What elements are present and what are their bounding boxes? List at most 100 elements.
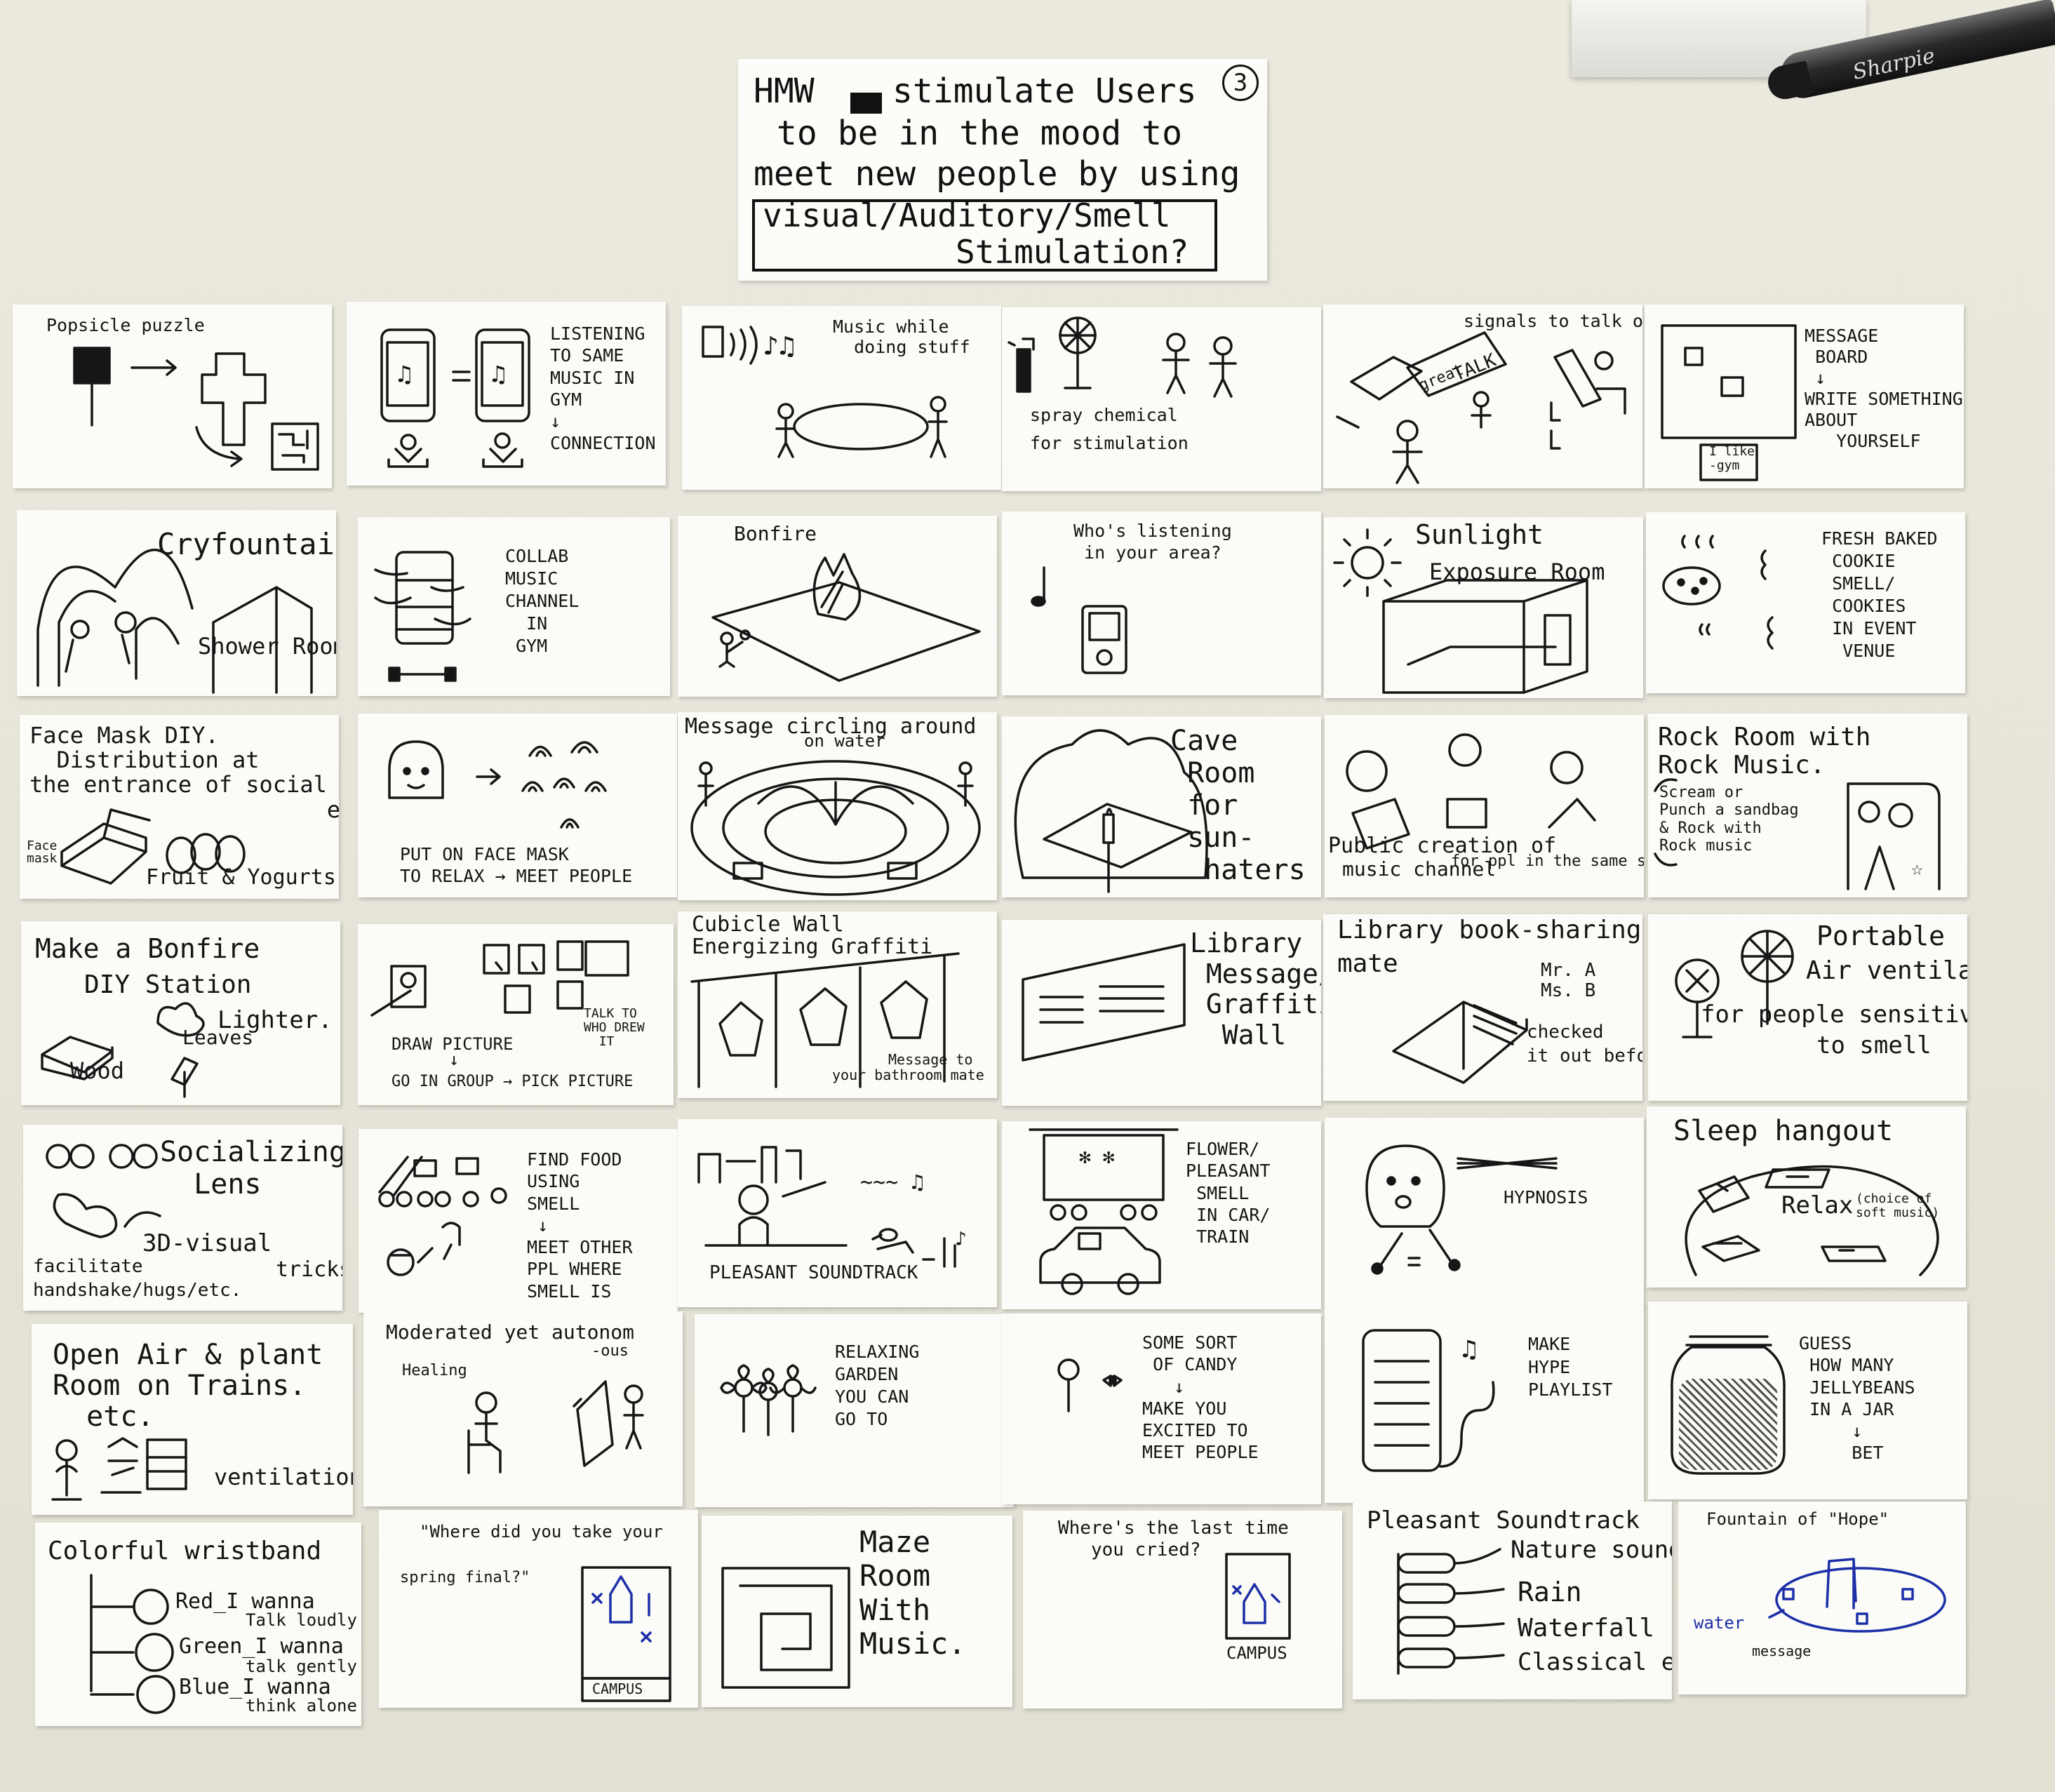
card-detail-2: checked it out before: [1527, 1022, 1642, 1066]
message-label: message: [1752, 1643, 1812, 1659]
playlist-phone-sketch: ♫: [1362, 1329, 1495, 1472]
candy-sketch: [1057, 1358, 1123, 1412]
card-caption: Cave Room for sun- haters: [1170, 725, 1306, 886]
fountain-sketch: [36, 548, 313, 694]
hypnosis-sketch: [1365, 1144, 1558, 1275]
card-caption: signals to talk or interest: [1464, 311, 1642, 331]
ventilator-sketch: [1675, 930, 1794, 1038]
tricks-label: tricks.: [276, 1257, 342, 1282]
card-caption: Pleasant Soundtrack: [1367, 1506, 1640, 1534]
sun-room-sketch: [1333, 528, 1588, 694]
campus-label: CAMPUS: [592, 1680, 643, 1697]
idea-card-draw-picture: DRAW PICTURE ↓ GO IN GROUP → PICK PICTUR…: [358, 924, 674, 1105]
campus-label: CAMPUS: [1226, 1643, 1287, 1663]
idea-card-sleep-hangout: Sleep hangout Relax (choice of soft musi…: [1647, 1106, 1966, 1288]
card-subcaption: Energizing Graffiti: [692, 935, 933, 959]
card-subcaption: Air ventilator: [1806, 956, 1967, 985]
idea-card-message-board: MESSAGE BOARD ↓ WRITE SOMETHING ABOUT YO…: [1645, 305, 1964, 488]
bonfire-sketch: [711, 553, 981, 682]
card-caption: Moderated yet autonom: [386, 1320, 635, 1344]
card-caption: Message circling around: [685, 714, 977, 739]
idea-card-face-mask-diy: Face Mask DIY. Distribution at the entra…: [20, 715, 339, 899]
sleep-hangout-sketch: [1685, 1165, 1939, 1276]
card-caption: Maze Room With Music.: [859, 1525, 966, 1661]
title-line-5: visual/Auditory/Smell: [763, 196, 1171, 234]
idea-card-bonfire-diy-station: Make a Bonfire DIY Station Lighter. Leav…: [21, 921, 340, 1105]
jellybean-jar-sketch: [1671, 1335, 1786, 1475]
plant-room-sketch: [51, 1437, 187, 1501]
card-caption: MESSAGE BOARD ↓ WRITE SOMETHING ABOUT YO…: [1805, 326, 1963, 451]
campus-map-sketch: [581, 1566, 671, 1702]
card-detail: for people sensitive: [1701, 1001, 1967, 1029]
idea-card-candy: SOME SORT OF CANDY ↓ MAKE YOU EXCITED TO…: [1002, 1313, 1321, 1504]
red-option-detail: Talk loudly: [246, 1610, 357, 1630]
bathroom-mate-label: your bathroom mate: [832, 1066, 984, 1083]
card-caption: Fountain of "Hope": [1706, 1509, 1889, 1529]
title-line-1: HMW: [754, 72, 815, 111]
card-caption: Who's listening in your area?: [1073, 521, 1232, 563]
option-rain: Rain: [1518, 1577, 1582, 1607]
face-mask-sketch: [60, 808, 246, 885]
idea-card-whos-listening: Who's listening in your area?: [1002, 511, 1321, 695]
card-subcaption: DIY Station: [84, 970, 252, 999]
card-caption: Music while doing stuff: [833, 316, 970, 357]
card-caption: PLEASANT SOUNDTRACK: [709, 1262, 918, 1283]
svg-text:♫: ♫: [491, 361, 505, 389]
music-player-sketch: [1031, 566, 1127, 674]
card-caption: COLLAB MUSIC CHANNEL IN GYM: [505, 546, 580, 656]
facilitate-label: facilitate: [33, 1256, 143, 1277]
card-caption: LISTENING TO SAME MUSIC IN GYM ↓ CONNECT…: [550, 323, 656, 454]
note-i-like-gym: I like -gym: [1709, 444, 1755, 473]
arrow-down: ↓: [449, 1050, 460, 1069]
idea-card-colorful-wristband: Colorful wristband Red_I wanna Talk loud…: [35, 1523, 361, 1726]
idea-card-last-time-cried: Where's the last time you cried? CAMPUS: [1023, 1511, 1342, 1709]
card-caption: Rock Room with Rock Music.: [1658, 723, 1871, 780]
talk-to-who-drew-it: TALK TO WHO DREW IT: [584, 1006, 645, 1049]
open-book-sketch: [1392, 1001, 1528, 1084]
maze-sketch: [721, 1567, 850, 1689]
library-wall-sketch: [1022, 943, 1186, 1062]
title-line-6: Stimulation?: [956, 233, 1189, 271]
card-caption: FRESH BAKED COOKIE SMELL/ COOKIES IN EVE…: [1821, 528, 1938, 661]
idea-card-library-message-wall: Library Message/ Graffiti Wall: [1002, 920, 1321, 1106]
people-music-sketch: [1346, 733, 1596, 850]
message-to-label: Message to: [888, 1051, 973, 1068]
campus-sketch: [1225, 1553, 1291, 1640]
signs-people-sketch: [1336, 331, 1626, 484]
card-caption: Popsicle puzzle: [46, 315, 205, 335]
idea-card-fresh-baked-cookie: FRESH BAKED COOKIE SMELL/ COOKIES IN EVE…: [1646, 512, 1965, 693]
idea-card-cry-fountain: Cryfountain Shower Room: [17, 510, 336, 696]
healing-sketch: [467, 1380, 644, 1474]
title-boxed-phrase: [752, 199, 1217, 272]
idea-card-portable-air-ventilator: Portable Air ventilator for people sensi…: [1648, 914, 1967, 1101]
soundtrack-list-sketch: [1397, 1548, 1505, 1675]
speaker-people-sketch: ♪♫: [702, 326, 948, 458]
mask-faces-sketch: [388, 740, 607, 829]
idea-card-socializing-lens: Socializing Lens 3D-visual tricks. facil…: [23, 1125, 342, 1311]
soundtrack-sketch: ~~~ ♫ ♪: [697, 1146, 967, 1268]
car-train-sketch: ✻ ✻: [1029, 1128, 1179, 1295]
glasses-sketch: [46, 1144, 161, 1238]
title-number-badge: 3: [1222, 65, 1259, 101]
option-waterfall: Waterfall: [1518, 1614, 1655, 1643]
card-caption: FLOWER/ PLEASANT SMELL IN CAR/ TRAIN: [1186, 1139, 1271, 1247]
collab-channel-sketch: [374, 551, 471, 682]
autonomous-suffix: -ous: [591, 1342, 629, 1360]
title-strikethrough: [850, 93, 882, 114]
card-subcaption: Shower Room: [198, 633, 336, 660]
card-detail-2: to smell: [1816, 1031, 1932, 1059]
wristband-tree-sketch: [90, 1574, 175, 1714]
title-line-4: meet new people by using: [754, 154, 1240, 194]
healing-label: Healing: [402, 1362, 467, 1379]
idea-card-pleasant-soundtrack-1: ~~~ ♫ ♪ PLEASANT SOUNDTRACK: [678, 1119, 997, 1307]
idea-card-cubicle-wall-graffiti: Cubicle Wall Energizing Graffiti Message…: [678, 911, 997, 1098]
lighter-label: Lighter.: [217, 1006, 333, 1034]
option-classical: Classical etc.: [1518, 1648, 1672, 1676]
idea-card-pleasant-soundtrack-2: Pleasant Soundtrack Nature sound Rain Wa…: [1353, 1502, 1672, 1699]
card-subcaption: Fruit & Yogurts: [146, 865, 336, 890]
idea-card-popsicle-puzzle: Popsicle puzzle: [13, 305, 332, 488]
rock-room-sketch: ☆: [1654, 778, 1941, 890]
idea-card-fountain-of-hope: Fountain of "Hope" water message: [1678, 1502, 1966, 1694]
idea-card-spring-final: "Where did you take your spring final?" …: [379, 1510, 698, 1708]
popsicle-puzzle-sketch: [73, 347, 319, 471]
